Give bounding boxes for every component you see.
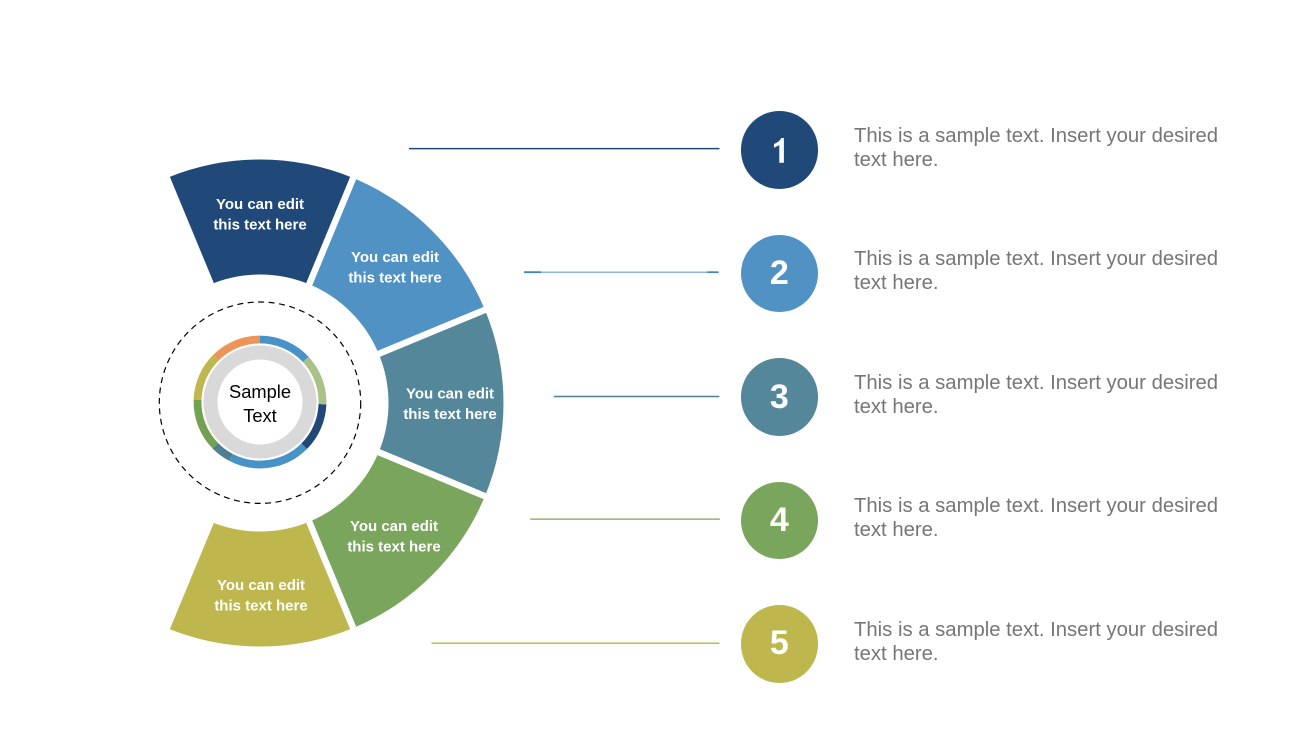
svg-text:Text: Text	[243, 405, 277, 426]
svg-text:this text here: this text here	[214, 598, 307, 615]
svg-text:this text here: this text here	[348, 270, 441, 287]
svg-text:You can edit: You can edit	[217, 577, 305, 594]
svg-text:You can edit: You can edit	[351, 249, 439, 266]
svg-text:this text here: this text here	[403, 406, 496, 423]
svg-text:this text here: this text here	[347, 539, 440, 556]
svg-text:You can edit: You can edit	[216, 196, 304, 213]
svg-text:this text here: this text here	[213, 217, 306, 234]
svg-text:You can edit: You can edit	[406, 386, 494, 403]
svg-text:You can edit: You can edit	[350, 518, 438, 535]
svg-text:Sample: Sample	[229, 381, 291, 402]
